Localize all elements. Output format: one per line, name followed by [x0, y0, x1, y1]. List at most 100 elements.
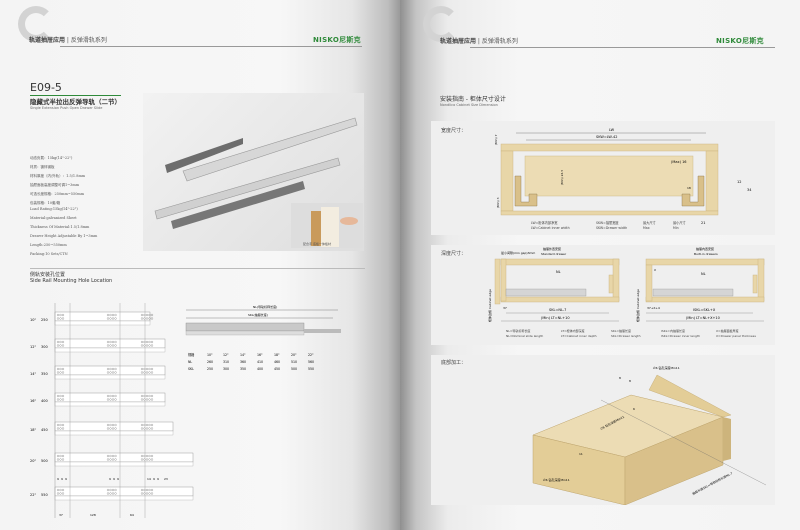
- mounting-hole: [140, 454, 144, 458]
- mounting-hole: [111, 488, 115, 492]
- depth-label: 深度尺寸：: [441, 251, 467, 257]
- mounting-hole: [140, 313, 144, 317]
- mounting-hole: [61, 492, 65, 495]
- mounting-hole: [61, 394, 65, 398]
- rail-length: 250: [41, 318, 48, 322]
- mounting-hole: [109, 394, 112, 398]
- rail-length: 350: [41, 372, 48, 376]
- dim-37: 37: [59, 513, 63, 517]
- dim-128: 128: [90, 513, 96, 517]
- hole-title-en: Side Rail Mounting Hole Location: [30, 278, 113, 284]
- mounting-hole: [143, 344, 146, 347]
- dim-top: 9: [117, 477, 119, 481]
- rail-row: 16"400: [30, 392, 166, 407]
- rail-hole-diagram: 10"25012"30014"35016"40018"45020"50022"5…: [30, 303, 194, 518]
- skw-label: SKW=LW-42: [596, 135, 617, 139]
- mounting-hole: [140, 340, 144, 344]
- mounting-hole: [148, 317, 151, 320]
- mounting-hole: [59, 317, 62, 320]
- header-section: 轨道抽屉应用: [29, 37, 66, 44]
- mounting-hole: [140, 317, 144, 320]
- mounting-hole: [111, 394, 115, 398]
- table-header: 12": [223, 353, 229, 357]
- max16-label: (Max) 16: [671, 160, 687, 164]
- mounting-hole: [145, 340, 149, 344]
- mounting-hole: [148, 340, 151, 344]
- mounting-hole: [150, 340, 154, 344]
- mounting-hole: [61, 313, 65, 317]
- diagram-label: ISKL=内抽屉长度: [661, 328, 685, 333]
- spec-en: Load Rating:15kg(14"-22"): [30, 207, 78, 211]
- width-dimension-panel: 宽度尺寸： LW SKW=LW-42 (Min) 7 (Max) 16 (Min…: [431, 121, 775, 235]
- product-title-cn: 隐藏式半拉出反弹导轨（二节）: [30, 98, 121, 106]
- section-c-logo-icon: [18, 6, 54, 42]
- mounting-hole: [145, 313, 149, 317]
- mounting-hole: [59, 367, 62, 371]
- mounting-hole: [56, 367, 60, 371]
- mounting-hole: [145, 398, 149, 401]
- dim-top: 23: [164, 477, 168, 481]
- table-cell: 350: [240, 367, 246, 371]
- table-cell: 400: [257, 367, 263, 371]
- min3-label: (Min) 3: [496, 197, 500, 208]
- diagram-label: (Min) LT=NL+10: [541, 316, 570, 320]
- mounting-hole: [145, 488, 149, 492]
- mounting-hole: [150, 454, 154, 458]
- mounting-hole: [145, 317, 149, 320]
- rail-size: 18": [30, 428, 36, 432]
- mounting-hole: [56, 398, 60, 401]
- mounting-hole: [109, 367, 112, 371]
- hole-title-cn: 侧轨安装孔位置: [30, 272, 66, 278]
- mounting-hole: [61, 488, 65, 492]
- skl-label: SKL(抽屉长度): [248, 312, 268, 317]
- mounting-hole: [61, 427, 65, 430]
- rail-outline: [54, 311, 151, 322]
- rail-row: 18" 450: [30, 421, 174, 436]
- mounting-hole: [140, 394, 144, 398]
- mounting-hole: [61, 371, 65, 374]
- table-cell: 500: [291, 367, 297, 371]
- mounting-hole: [61, 458, 65, 461]
- mounting-hole: [145, 492, 149, 495]
- mounting-hole: [143, 340, 146, 344]
- spec-en: Material:galvanized Sheet: [30, 216, 77, 220]
- mounting-hole: [59, 394, 62, 398]
- mounting-hole: [106, 427, 110, 430]
- mounting-hole: [143, 427, 146, 430]
- mounting-hole: [56, 394, 60, 398]
- header-rule: [470, 47, 775, 48]
- diagram-label: ISKL=SKL+X: [693, 308, 716, 312]
- table-header: 18": [274, 353, 280, 357]
- diagram-label: 11: [579, 452, 583, 456]
- rail-row: 14"350: [30, 365, 166, 380]
- mounting-hole: [143, 488, 146, 492]
- d12-label: 12: [737, 180, 741, 184]
- mounting-hole: [145, 371, 149, 374]
- mounting-hole: [150, 313, 154, 317]
- model-code: E09-5: [30, 81, 121, 96]
- rail-row: 10"250: [30, 311, 154, 326]
- dim-64: 64: [130, 513, 134, 517]
- rail-length: 450: [41, 428, 48, 432]
- mounting-hole: [150, 492, 154, 495]
- hole-location-heading: 侧轨安装孔位置 Side Rail Mounting Hole Location: [30, 272, 112, 284]
- mounting-hole: [111, 398, 115, 401]
- spec-en: Drawer Height Adjustable By 1~3mm: [30, 234, 98, 238]
- mounting-hole: [148, 423, 151, 427]
- rail-length: 550: [41, 493, 48, 497]
- mounting-hole: [109, 398, 112, 401]
- table-cell: 560: [308, 360, 314, 364]
- mounting-hole: [56, 340, 60, 344]
- mounting-hole: [150, 423, 154, 427]
- mounting-hole: [114, 367, 117, 371]
- mounting-hole: [56, 344, 60, 347]
- mounting-hole: [109, 317, 112, 320]
- mounting-hole: [148, 344, 151, 347]
- mounting-hole: [140, 367, 144, 371]
- dim-top: 14: [147, 477, 151, 481]
- mounting-hole: [56, 427, 60, 430]
- mounting-hole: [59, 398, 62, 401]
- mounting-hole: [145, 394, 149, 398]
- diagram-label: LW=柜体内部净宽: [531, 220, 558, 225]
- table-header: 10": [207, 353, 213, 357]
